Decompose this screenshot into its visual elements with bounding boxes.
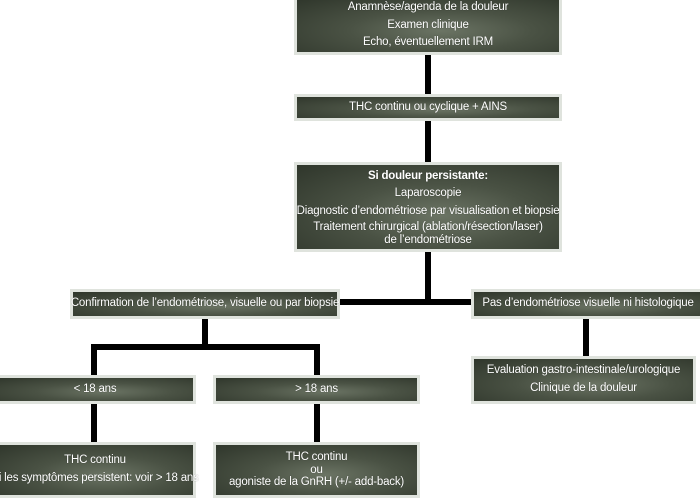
node-text: Examen clinique [387, 18, 469, 31]
node-text: Diagnostic d’endométriose par visualisat… [296, 205, 560, 218]
node-heading: Si douleur persistante: [367, 169, 488, 182]
connector-to-under-18 [91, 344, 97, 378]
node-initial-assessment: Anamnèse/agenda de la douleur Examen cli… [294, 0, 562, 55]
node-text: THC continu ou cyclique + AINS [349, 100, 507, 113]
node-text: agoniste de la GnRH (+/- add-back) [228, 476, 405, 489]
node-not-confirmed: Pas d’endométriose visuelle ni histologi… [471, 289, 700, 319]
node-text: THC continu [64, 454, 126, 467]
node-text: ou [310, 463, 323, 476]
node-under-18: < 18 ans [0, 375, 196, 404]
connector-under-18-to-treatment [91, 402, 97, 445]
node-text: de l’endométriose [384, 233, 472, 246]
node-over-18: > 18 ans [213, 375, 420, 404]
connector-over-18-to-treatment [314, 402, 320, 445]
node-text: Confirmation de l’endométriose, visuelle… [70, 297, 340, 310]
node-text: Echo, éventuellement IRM [362, 36, 494, 49]
node-text: > 18 ans [295, 382, 338, 395]
node-persistent-pain: Si douleur persistante: Laparoscopie Dia… [294, 162, 562, 252]
connector-split-horizontal [339, 299, 474, 305]
node-over-18-treatment: THC continu ou agoniste de la GnRH (+/- … [213, 442, 420, 498]
node-text: < 18 ans [73, 382, 117, 395]
connector-age-split-horizontal [91, 344, 320, 350]
node-confirmed: Confirmation de l’endométriose, visuelle… [70, 289, 340, 319]
connector-not-confirmed-to-evaluation [583, 318, 589, 359]
node-text: THC continu [285, 451, 348, 464]
connector-initial-to-first-treatment [425, 55, 431, 97]
connector-to-over-18 [314, 344, 320, 378]
connector-persistent-pain-down [425, 250, 431, 302]
node-first-treatment: THC continu ou cyclique + AINS [294, 94, 562, 121]
node-text: Anamnèse/agenda de la douleur [347, 0, 509, 13]
connector-confirmed-down [202, 318, 208, 347]
connector-first-treatment-to-persistent-pain [425, 119, 431, 165]
node-text: Si les symptômes persistent: voir > 18 a… [0, 472, 199, 484]
node-text: Traitement chirurgical (ablation/résecti… [313, 221, 543, 234]
node-text: Evaluation gastro-intestinale/urologique [486, 364, 681, 377]
node-evaluation: Evaluation gastro-intestinale/urologique… [471, 356, 696, 404]
node-text: Clinique de la douleur [530, 382, 637, 394]
node-text: Laparoscopie [394, 187, 462, 200]
node-text: Pas d’endométriose visuelle ni histologi… [482, 297, 694, 310]
node-under-18-treatment: THC continu Si les symptômes persistent:… [0, 442, 199, 498]
